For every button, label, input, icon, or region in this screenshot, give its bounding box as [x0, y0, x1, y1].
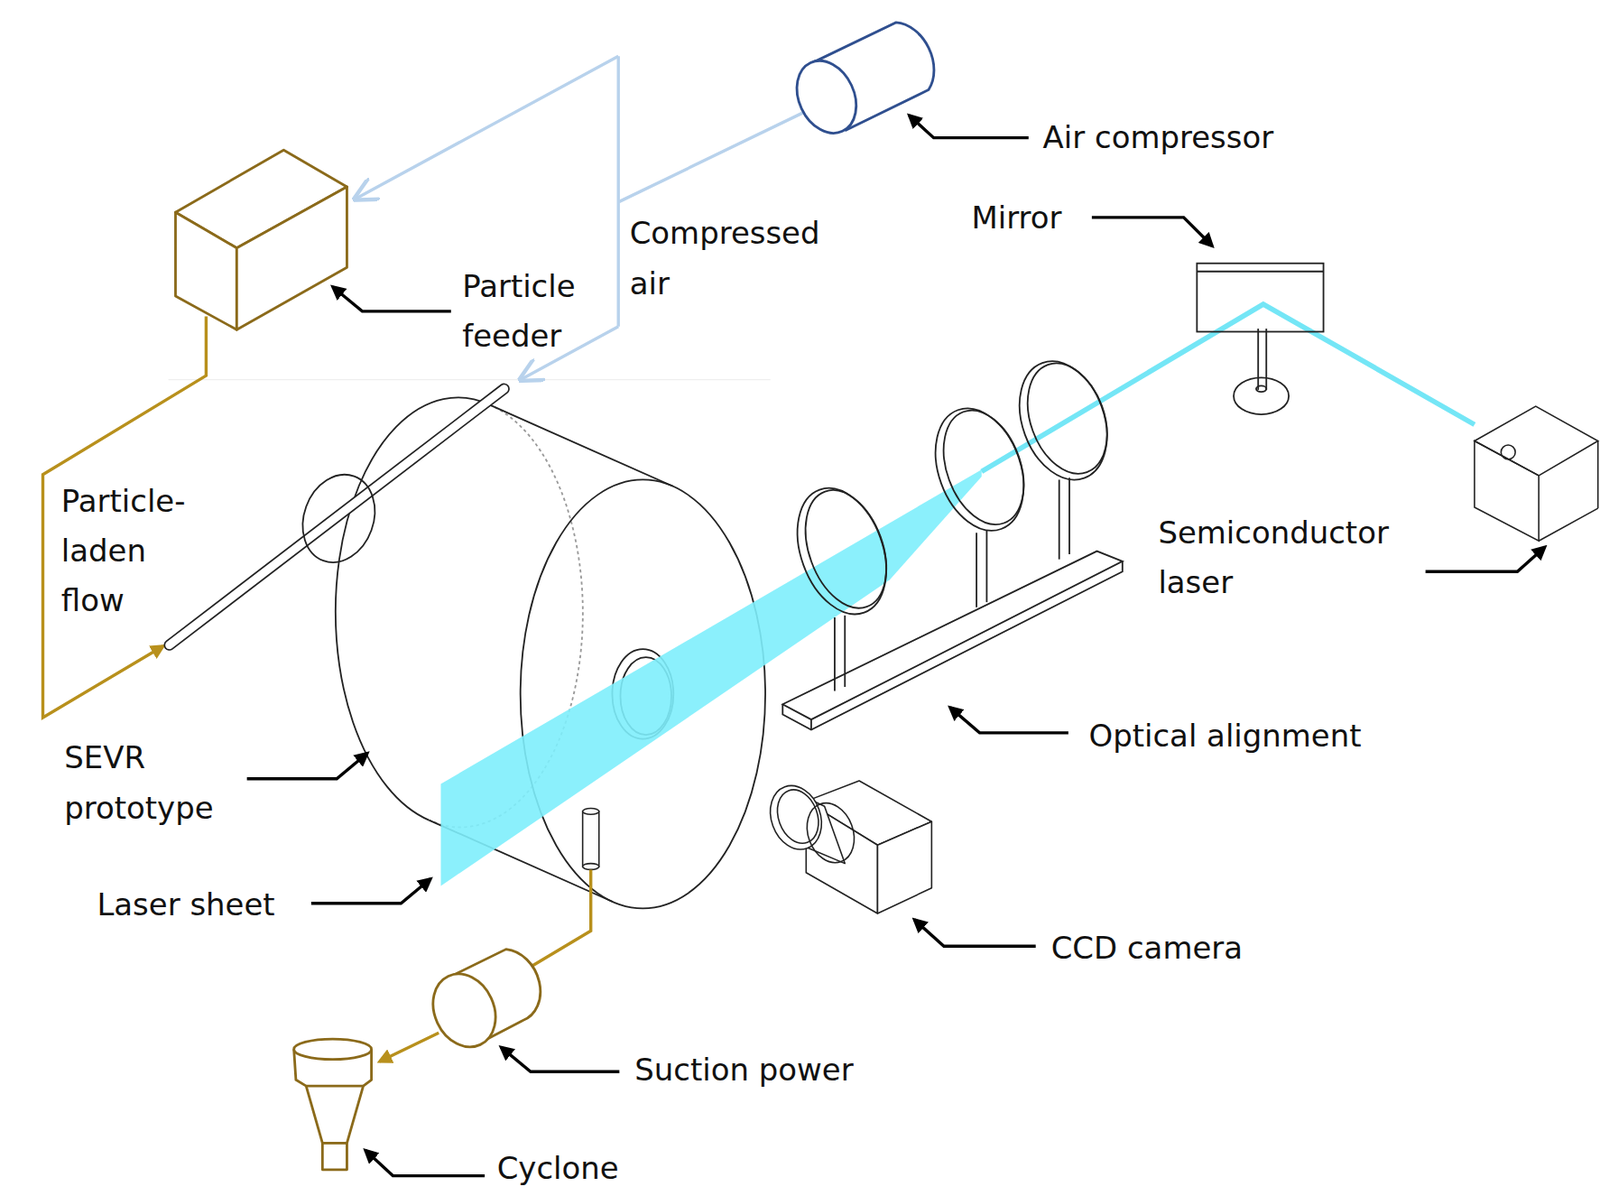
lens-post — [843, 615, 846, 687]
cylinder-edge — [489, 404, 674, 486]
mirror-base — [1233, 377, 1289, 415]
part-label: Air compressor — [1043, 111, 1274, 162]
lens-post — [975, 532, 978, 608]
camera-lens — [770, 784, 826, 850]
part-label: Mirror — [971, 193, 1062, 243]
mirror — [1196, 263, 1323, 415]
inlet — [290, 464, 387, 574]
semiconductor-laser — [1474, 406, 1599, 541]
lens-post — [1058, 479, 1061, 559]
air-line — [617, 55, 620, 327]
inlet-tube — [169, 388, 505, 646]
ccd-camera — [761, 777, 932, 914]
leader-line — [1091, 217, 1212, 247]
part-label: Optical alignment — [1088, 710, 1361, 760]
camera-lens — [798, 795, 862, 870]
air-line — [618, 110, 808, 203]
outlet — [582, 808, 600, 870]
camera-body — [877, 821, 932, 914]
part-label: Suction power — [634, 1045, 853, 1095]
part-label: Cyclone — [497, 1142, 620, 1193]
lens-post — [986, 530, 989, 602]
leader-line — [500, 1046, 620, 1072]
outlet-cap — [582, 863, 600, 870]
laser-aperture — [1500, 444, 1516, 460]
laser-box — [1474, 406, 1599, 476]
leader-line — [247, 115, 1545, 1176]
leader-line — [914, 919, 1036, 946]
compressor-end — [786, 51, 869, 144]
part-label: Particle feeder — [462, 260, 605, 361]
lens-post — [833, 617, 836, 691]
part-label: Particle-laden flow — [61, 475, 204, 626]
laser-beam — [981, 304, 1475, 472]
cyclone-top — [294, 1038, 372, 1060]
mirror-post — [1265, 328, 1268, 390]
lens-post — [1068, 477, 1071, 555]
lens — [1004, 349, 1123, 492]
cyclone-body — [294, 1048, 372, 1169]
feeder-face — [236, 186, 347, 330]
cyclone-body — [322, 1141, 347, 1145]
mirror-plate — [1196, 263, 1323, 333]
air-compressor — [786, 22, 935, 143]
tube — [169, 388, 505, 646]
part-label: Laser sheet — [96, 879, 275, 930]
guide-line — [168, 379, 771, 380]
cyclone — [294, 1038, 372, 1170]
leader-line — [247, 752, 368, 778]
laser-box — [1597, 440, 1600, 509]
pump-end — [421, 963, 508, 1058]
optical-alignment — [781, 349, 1123, 731]
lens — [919, 396, 1040, 544]
mirror-plate — [1196, 270, 1323, 273]
laser-box — [1538, 508, 1599, 541]
laser-box — [1474, 440, 1539, 541]
laser-sheet — [440, 469, 981, 886]
camera-lens — [761, 777, 831, 857]
tube — [169, 388, 505, 646]
air-line — [354, 55, 619, 199]
lens — [928, 398, 1038, 536]
outlet-pipe — [582, 811, 600, 867]
leader-line — [311, 878, 431, 904]
mirror-post — [1257, 328, 1259, 390]
suction-power — [421, 949, 541, 1058]
lens — [781, 475, 904, 627]
feeder-face — [175, 212, 237, 330]
particle-feeder — [175, 149, 347, 330]
rail — [782, 561, 1123, 731]
rail — [810, 719, 813, 730]
cyclone-body — [305, 1084, 363, 1088]
part-label: SEVR prototype — [64, 732, 243, 833]
part-label: Compressed air — [629, 208, 834, 309]
mirror-base — [1256, 385, 1267, 392]
lens — [1013, 351, 1122, 485]
leader-line — [950, 707, 1069, 733]
outlet-cap — [582, 808, 600, 815]
lens — [790, 479, 902, 620]
particle-line — [42, 316, 206, 718]
leader-line — [908, 115, 1028, 139]
part-label: CCD camera — [1051, 922, 1243, 972]
exhaust-line — [379, 1032, 440, 1062]
rail — [782, 551, 1123, 721]
leader-line — [1425, 546, 1545, 572]
leader-line — [332, 286, 452, 312]
part-label: Semiconductor laser — [1157, 507, 1425, 608]
suction-line — [532, 869, 591, 965]
leader-line — [365, 1149, 485, 1175]
